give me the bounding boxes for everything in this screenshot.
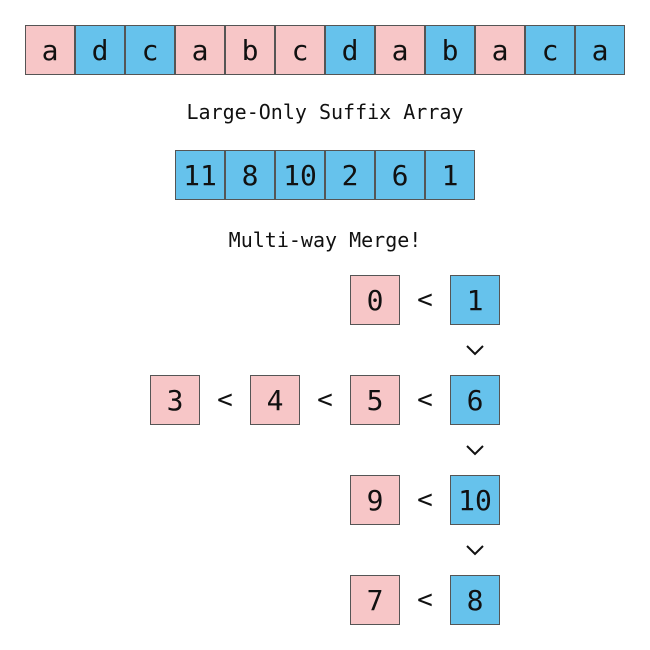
merge-small-cell: 7 [350, 575, 400, 625]
string-char-cell: a [575, 25, 625, 75]
less-than-symbol: < [217, 385, 233, 415]
merge-small-cell: 4 [250, 375, 300, 425]
suffix-array-cell: 2 [325, 150, 375, 200]
merge-large-cell: 10 [450, 475, 500, 525]
suffix-array-cell: 1 [425, 150, 475, 200]
string-char-cell: d [325, 25, 375, 75]
less-than-symbol: < [317, 385, 333, 415]
merge-small-cell: 9 [350, 475, 400, 525]
vertical-less-than-symbol [450, 525, 500, 575]
suffix-array-cell: 6 [375, 150, 425, 200]
less-than-symbol: < [417, 285, 433, 315]
suffix-array-title: Large-Only Suffix Array [186, 100, 464, 124]
vertical-less-than-symbol [450, 425, 500, 475]
string-char-cell: a [25, 25, 75, 75]
suffix-array-cell: 8 [225, 150, 275, 200]
suffix-array-cell: 11 [175, 150, 225, 200]
string-char-cell: b [425, 25, 475, 75]
suffix-array-cell: 10 [275, 150, 325, 200]
merge-small-cell: 0 [350, 275, 400, 325]
string-char-cell: c [525, 25, 575, 75]
less-than-symbol: < [417, 485, 433, 515]
merge-large-cell: 6 [450, 375, 500, 425]
merge-small-cell: 3 [150, 375, 200, 425]
merge-small-cell: 5 [350, 375, 400, 425]
string-char-cell: d [75, 25, 125, 75]
string-char-cell: a [375, 25, 425, 75]
string-char-cell: a [175, 25, 225, 75]
string-char-cell: c [275, 25, 325, 75]
string-char-cell: a [475, 25, 525, 75]
less-than-symbol: < [417, 585, 433, 615]
merge-large-cell: 8 [450, 575, 500, 625]
less-than-symbol: < [417, 385, 433, 415]
string-char-cell: c [125, 25, 175, 75]
vertical-less-than-symbol [450, 325, 500, 375]
merge-large-cell: 1 [450, 275, 500, 325]
merge-title: Multi-way Merge! [228, 228, 422, 252]
string-char-cell: b [225, 25, 275, 75]
